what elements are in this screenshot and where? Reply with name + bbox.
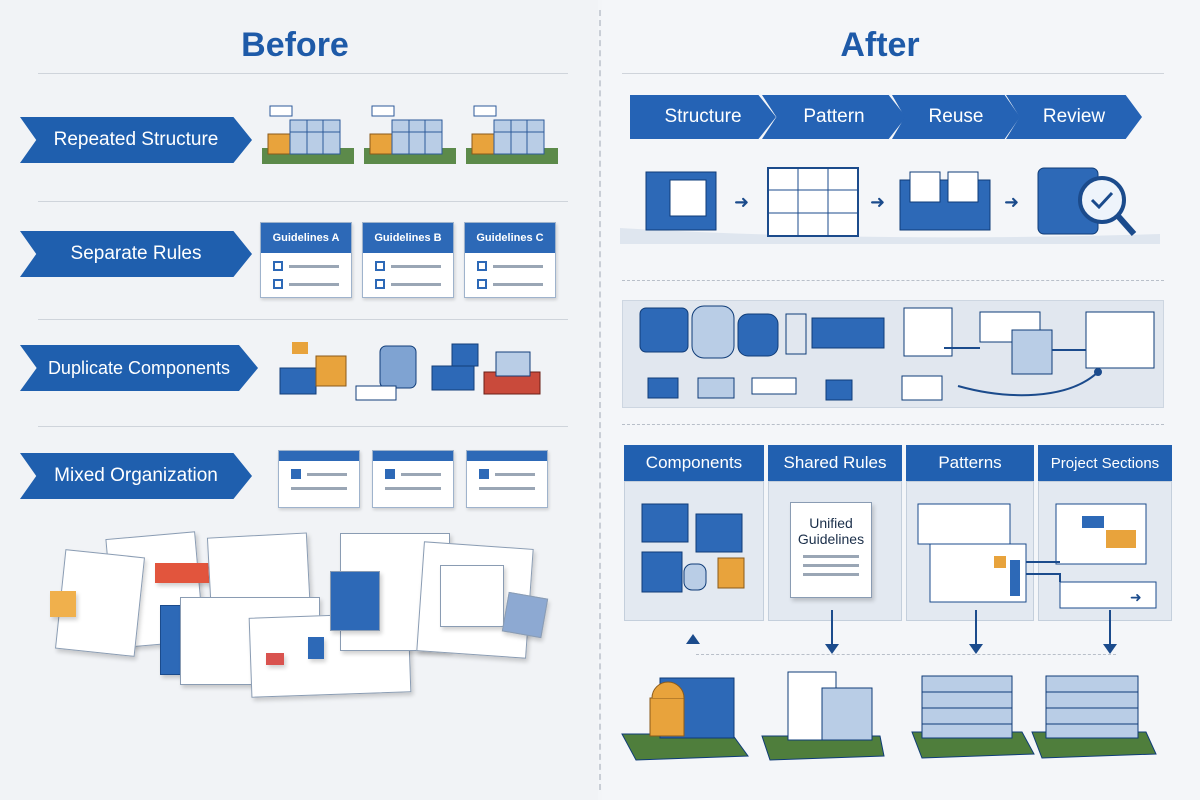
guidelines-card-a: Guidelines A <box>260 222 352 298</box>
before-title-rule <box>38 73 568 74</box>
building-icon <box>1031 675 1157 759</box>
checkbox-icon <box>477 261 487 271</box>
patterns-layout-illustration: ➜ <box>917 503 1157 609</box>
building-block-icon <box>466 105 558 164</box>
center-divider <box>599 10 601 790</box>
building-block-icon <box>262 105 354 164</box>
process-step-reuse: Reuse <box>892 95 1020 139</box>
section-separator <box>622 280 1164 281</box>
mixed-card <box>372 450 454 508</box>
section-separator <box>622 424 1164 425</box>
modules-icon <box>899 171 991 231</box>
guidelines-card-title: Guidelines B <box>363 223 453 253</box>
svg-text:➜: ➜ <box>734 192 749 212</box>
note-icon <box>50 591 76 617</box>
connector-arrows <box>686 610 1117 654</box>
unified-guidelines-line2: Guidelines <box>797 531 865 547</box>
cube-icon <box>645 171 717 231</box>
category-patterns: Patterns <box>906 445 1034 481</box>
guidelines-card-title: Guidelines C <box>465 223 555 253</box>
category-project-sections: Project Sections <box>1038 445 1172 481</box>
svg-text:➜: ➜ <box>870 192 885 212</box>
unified-guidelines-line1: Unified <box>809 515 853 531</box>
component-library-illustration <box>639 305 1155 401</box>
building-icon <box>761 671 885 761</box>
banner-separate-rules: Separate Rules <box>20 231 252 277</box>
connector-line <box>696 654 1116 655</box>
svg-text:➜: ➜ <box>1130 589 1142 605</box>
repeated-structure-illustration <box>262 105 558 164</box>
banner-duplicate-components: Duplicate Components <box>20 345 258 391</box>
project-buildings-illustration <box>621 671 1157 761</box>
banner-repeated-structure: Repeated Structure <box>20 117 252 163</box>
process-step-review: Review <box>1006 95 1142 139</box>
checkbox-icon <box>375 261 385 271</box>
after-title: After <box>840 26 920 64</box>
mixed-card <box>278 450 360 508</box>
image-icon <box>479 469 489 479</box>
building-icon <box>621 677 749 761</box>
scattered-documents <box>40 525 560 698</box>
duplicate-components-illustration <box>279 342 541 401</box>
before-title: Before <box>241 26 349 64</box>
banner-mixed-organization: Mixed Organization <box>20 453 252 499</box>
review-icon <box>1037 167 1137 236</box>
row-separator <box>38 426 568 427</box>
guidelines-card-b: Guidelines B <box>362 222 454 298</box>
checkbox-icon <box>477 279 487 289</box>
checkbox-icon <box>375 279 385 289</box>
mixed-card <box>466 450 548 508</box>
row-separator <box>38 319 568 320</box>
building-icon <box>911 675 1035 759</box>
row-separator <box>38 201 568 202</box>
svg-text:➜: ➜ <box>1004 192 1019 212</box>
after-title-rule <box>622 73 1164 74</box>
category-shared-rules: Shared Rules <box>768 445 902 481</box>
guidelines-card-title: Guidelines A <box>261 223 351 253</box>
process-step-structure: Structure <box>630 95 776 139</box>
process-illustration: ➜ ➜ ➜ <box>620 167 1160 244</box>
guidelines-card-c: Guidelines C <box>464 222 556 298</box>
building-block-icon <box>364 105 456 164</box>
process-step-pattern: Pattern <box>762 95 906 139</box>
checkbox-icon <box>273 261 283 271</box>
grid-cube-icon <box>767 167 859 237</box>
category-components: Components <box>624 445 764 481</box>
image-icon <box>291 469 301 479</box>
unified-guidelines-doc: Unified Guidelines <box>790 502 872 598</box>
checkbox-icon <box>273 279 283 289</box>
image-icon <box>385 469 395 479</box>
components-cubes <box>641 503 745 593</box>
